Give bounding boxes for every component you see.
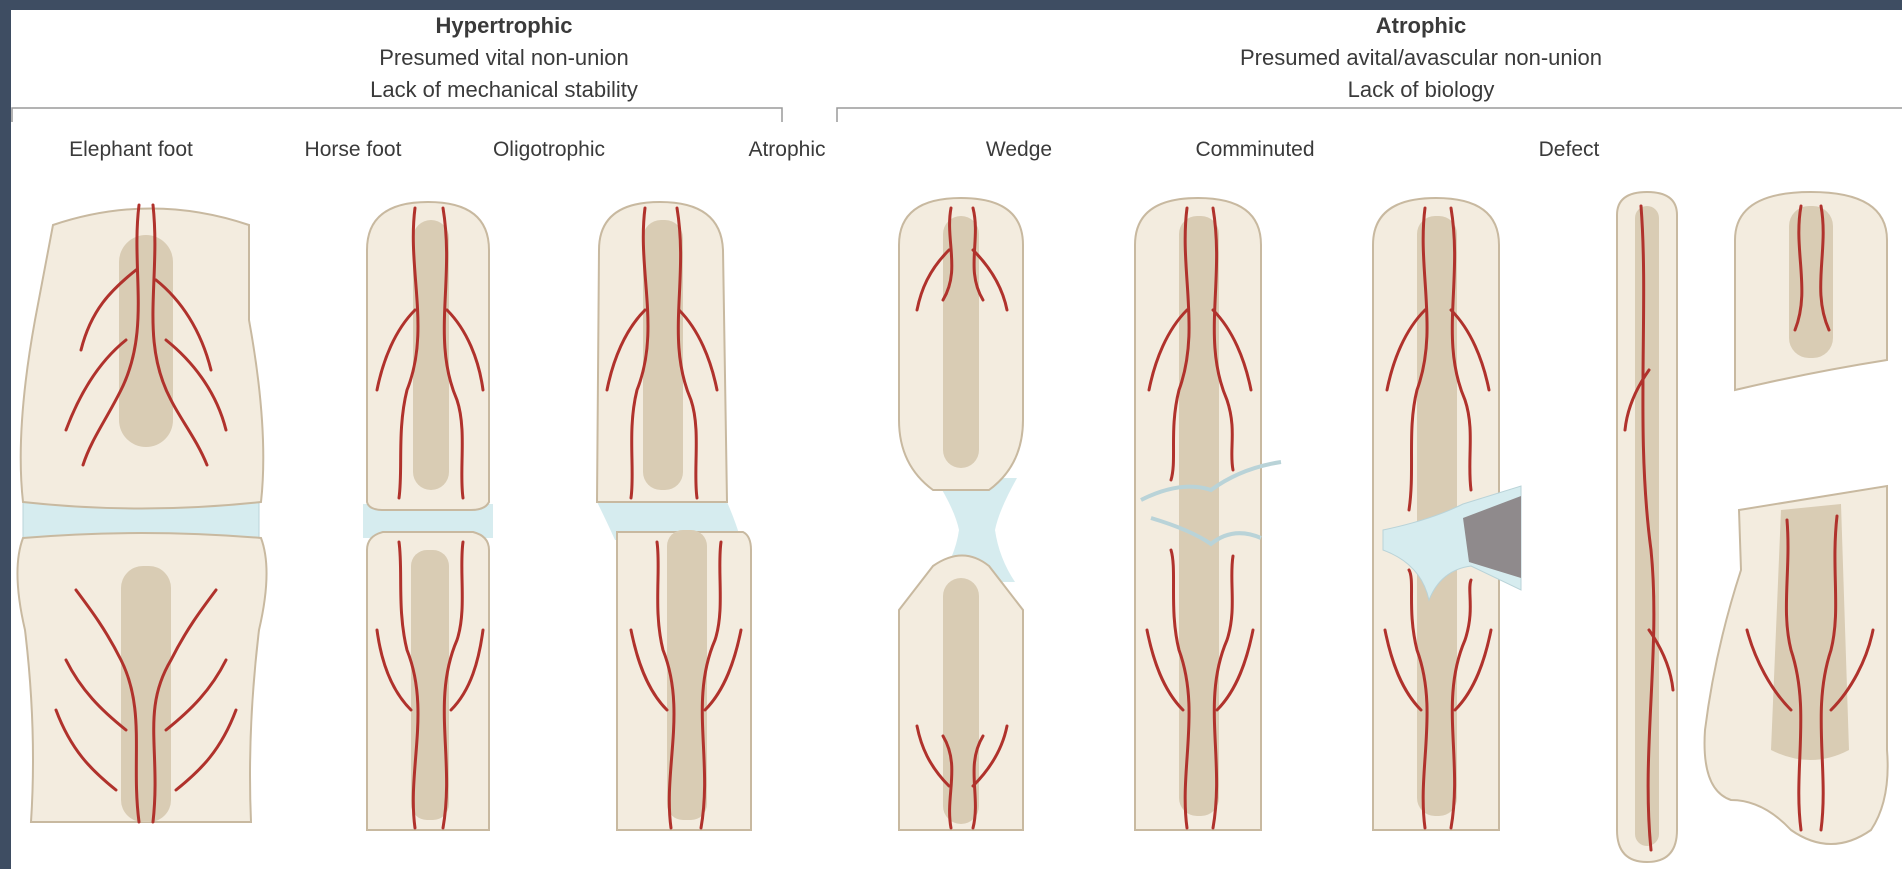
- atrophic-bracket: [837, 108, 1902, 122]
- wedge-bone: [1135, 198, 1281, 830]
- oligotrophic-bone: [597, 202, 751, 830]
- marrow-canal: [1179, 216, 1219, 816]
- marrow-canal: [667, 530, 707, 820]
- atrophic-bone: [899, 198, 1023, 830]
- hypertrophic-bracket: [12, 108, 782, 122]
- marrow-canal: [413, 220, 449, 490]
- marrow-canal: [1789, 206, 1833, 358]
- defect-bones: [1617, 192, 1888, 862]
- marrow-canal: [643, 220, 683, 490]
- elephant-foot-bone: [17, 205, 266, 822]
- figure-panel: Hypertrophic Presumed vital non-union La…: [11, 10, 1902, 869]
- marrow-canal: [1771, 504, 1849, 760]
- marrow-canal: [121, 566, 171, 822]
- horse-foot-bone: [363, 202, 493, 830]
- comminuted-bone: [1373, 198, 1521, 830]
- bone-illustrations: [11, 10, 1902, 869]
